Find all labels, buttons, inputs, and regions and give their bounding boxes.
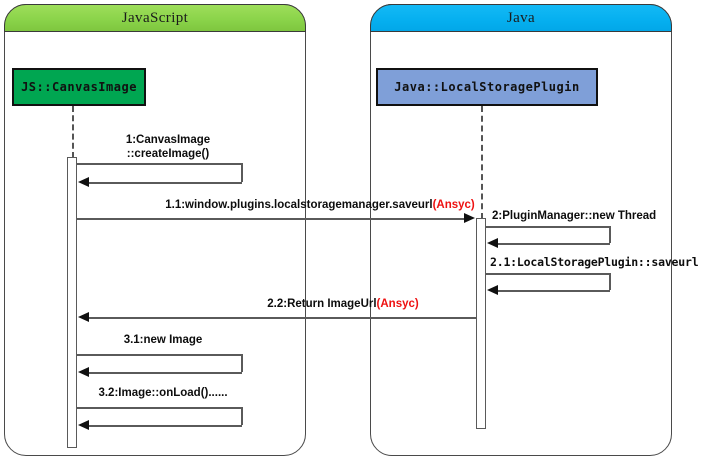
- message-label-2-1-text: 2.1:LocalStoragePlugin::saveurl: [490, 255, 699, 269]
- message-2-return-line: [497, 243, 610, 245]
- activation-js-canvasimage: [67, 157, 77, 448]
- message-label-1: 1:CanvasImage ::createImage(): [126, 133, 210, 161]
- message-1-out-line: [77, 163, 242, 165]
- message-2-1-arrowhead: [487, 285, 498, 295]
- message-label-3-1-text: 3.1:new Image: [123, 334, 203, 346]
- message-2-turn-line: [609, 226, 611, 243]
- message-1-turn-line: [241, 163, 243, 182]
- message-3-2-arrowhead: [78, 420, 89, 430]
- message-2-2-arrowhead: [78, 312, 89, 322]
- message-label-2-2: 2.2:Return ImageUrl(Ansyc): [267, 297, 418, 311]
- message-3-1-out-line: [77, 354, 242, 356]
- frame-header-javascript: JavaScript: [4, 4, 306, 32]
- message-1-1-arrowhead: [464, 213, 475, 223]
- message-3-2-return-line: [88, 425, 242, 427]
- frame-header-java: Java: [370, 4, 672, 32]
- message-3-1-arrowhead: [78, 367, 89, 377]
- lifeline-java-localstorageplugin: [481, 106, 483, 219]
- frame-title-javascript: JavaScript: [121, 9, 189, 26]
- message-2-arrowhead: [487, 238, 498, 248]
- message-2-1-return-line: [497, 290, 610, 292]
- participant-label-js-canvasimage: JS::CanvasImage: [21, 80, 137, 94]
- message-label-3-2: 3.2:Image::onLoad()......: [98, 386, 227, 400]
- message-label-3-1: 3.1:new Image: [124, 333, 203, 347]
- lifeline-js-canvasimage: [72, 106, 74, 158]
- message-2-2-line: [88, 317, 477, 319]
- message-label-1-1-async: (Ansyc): [432, 199, 475, 211]
- message-2-out-line: [486, 226, 610, 228]
- participant-java-localstorageplugin[interactable]: Java::LocalStoragePlugin: [376, 68, 598, 106]
- message-label-1-1: 1.1:window.plugins.localstoragemanager.s…: [165, 198, 475, 212]
- message-1-arrowhead: [78, 177, 89, 187]
- message-label-2: 2:PluginManager::new Thread: [492, 209, 656, 223]
- message-label-2-1: 2.1:LocalStoragePlugin::saveurl: [490, 255, 699, 269]
- message-label-2-text: 2:PluginManager::new Thread: [492, 210, 657, 222]
- message-1-1-line: [77, 218, 466, 220]
- message-3-1-turn-line: [241, 354, 243, 372]
- participant-label-java-localstorageplugin: Java::LocalStoragePlugin: [394, 80, 580, 94]
- message-label-1-1-text: 1.1:window.plugins.localstoragemanager.s…: [165, 199, 433, 211]
- participant-js-canvasimage[interactable]: JS::CanvasImage: [12, 68, 146, 106]
- message-2-1-out-line: [486, 273, 610, 275]
- activation-java-localstorageplugin: [476, 218, 486, 429]
- message-2-1-turn-line: [609, 273, 611, 290]
- message-3-2-turn-line: [241, 407, 243, 425]
- message-label-1-line1: 1:CanvasImage: [125, 134, 211, 146]
- message-label-3-2-text: 3.2:Image::onLoad()......: [98, 387, 228, 399]
- message-1-return-line: [88, 182, 242, 184]
- message-3-2-out-line: [77, 407, 242, 409]
- message-3-1-return-line: [88, 372, 242, 374]
- message-label-2-2-async: (Ansyc): [376, 298, 419, 310]
- message-label-2-2-text: 2.2:Return ImageUrl: [267, 298, 377, 310]
- message-label-1-line2: ::createImage(): [126, 148, 210, 160]
- frame-title-java: Java: [506, 9, 536, 26]
